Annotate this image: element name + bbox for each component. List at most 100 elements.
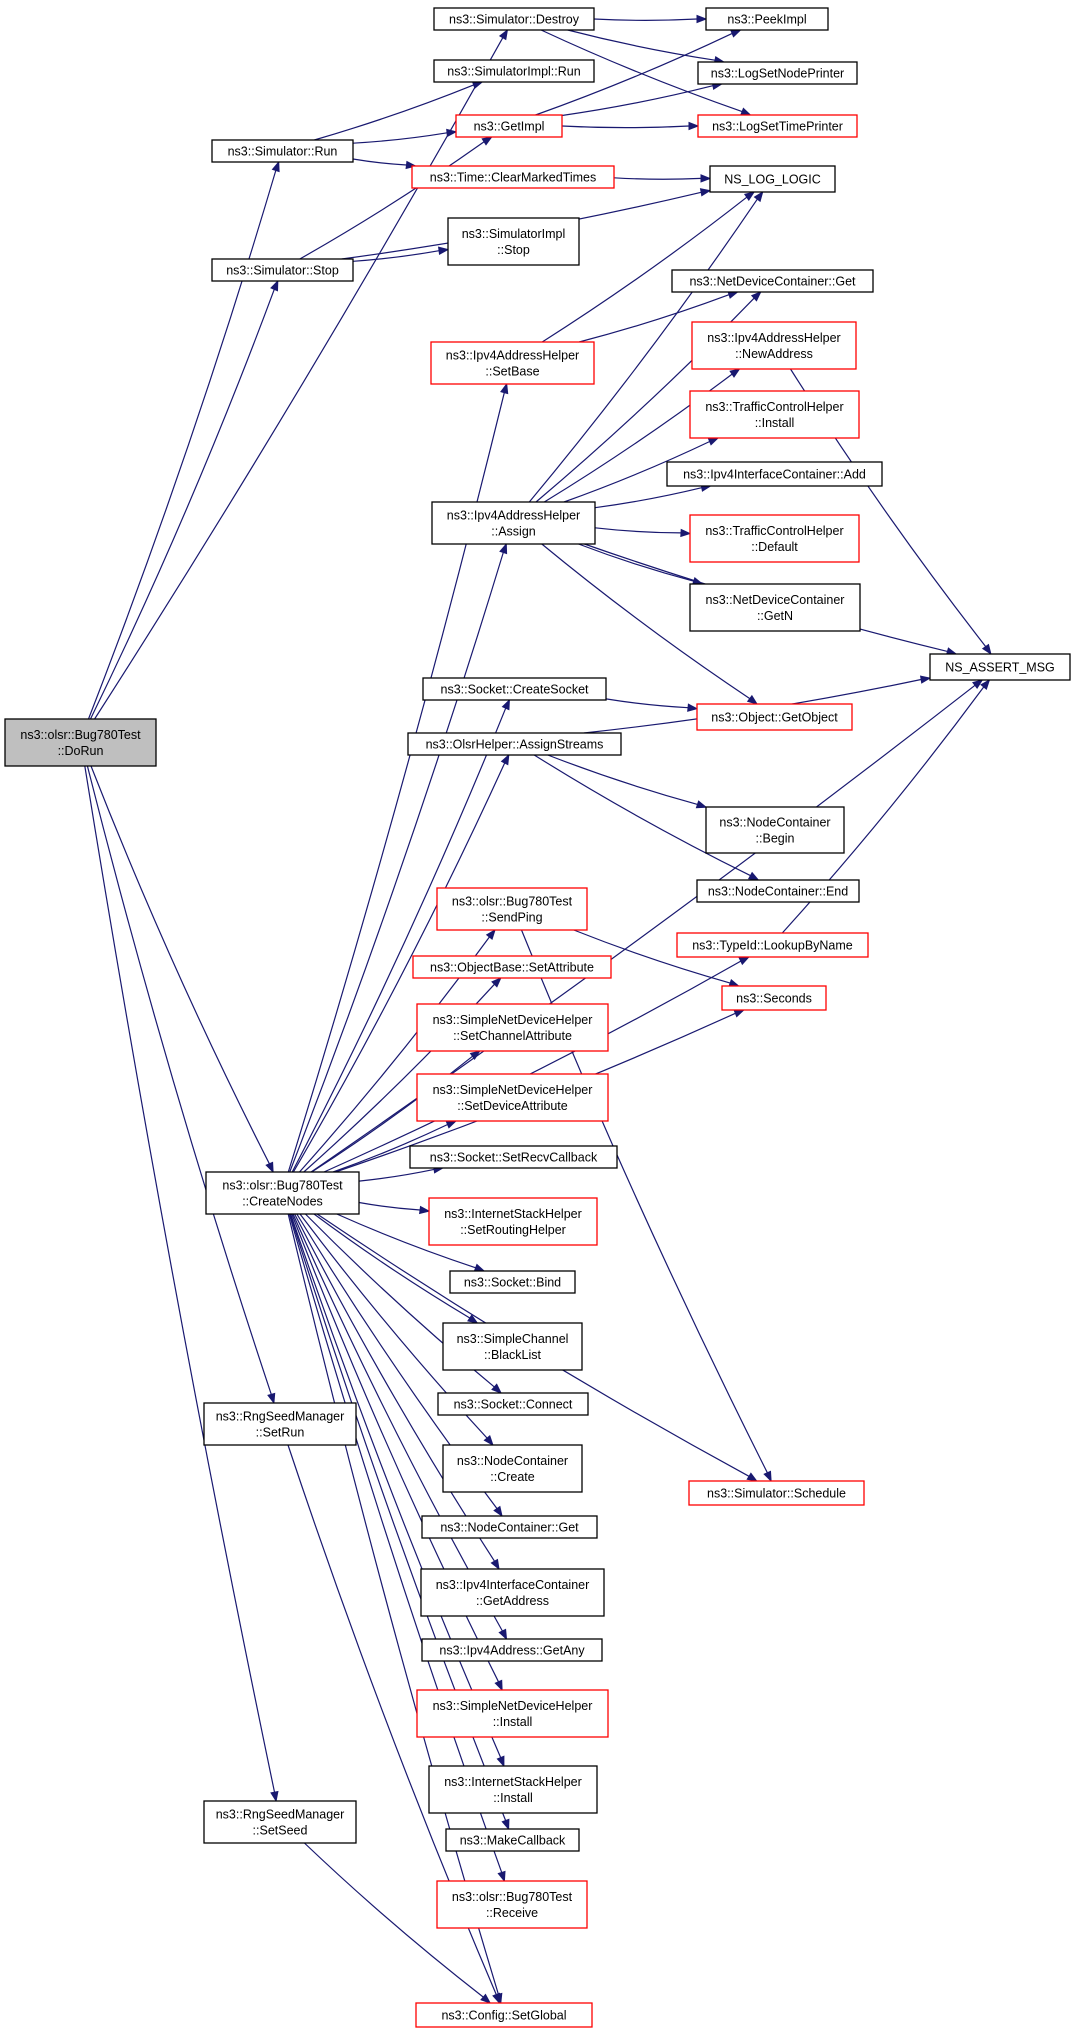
node-receive[interactable]: ns3::olsr::Bug780Test::Receive bbox=[436, 1880, 588, 1929]
node-simstop[interactable]: ns3::Simulator::Stop bbox=[211, 258, 354, 282]
node-setrecv[interactable]: ns3::Socket::SetRecvCallback bbox=[409, 1145, 618, 1169]
node-setattribute[interactable]: ns3::ObjectBase::SetAttribute bbox=[412, 955, 612, 979]
node-setseed[interactable]: ns3::RngSeedManager::SetSeed bbox=[203, 1800, 357, 1844]
edge-line bbox=[352, 250, 440, 262]
node-label-line: ns3::TrafficControlHelper bbox=[705, 524, 843, 538]
arrowhead bbox=[438, 246, 450, 255]
node-lognodeprinter[interactable]: ns3::LogSetNodePrinter bbox=[697, 61, 858, 85]
node-connect[interactable]: ns3::Socket::Connect bbox=[437, 1392, 589, 1416]
node-box bbox=[447, 217, 580, 266]
node-setchanattr[interactable]: ns3::SimpleNetDeviceHelper::SetChannelAt… bbox=[416, 1003, 609, 1052]
node-blacklist[interactable]: ns3::SimpleChannel::BlackList bbox=[442, 1322, 583, 1371]
node-getobject[interactable]: ns3::Object::GetObject bbox=[696, 703, 853, 731]
node-setglobal[interactable]: ns3::Config::SetGlobal bbox=[415, 2002, 593, 2028]
node-ishinstall[interactable]: ns3::InternetStackHelper::Install bbox=[428, 1765, 598, 1814]
node-setdevattr[interactable]: ns3::SimpleNetDeviceHelper::SetDeviceAtt… bbox=[416, 1073, 609, 1122]
edge-simrun-to-clearmarked bbox=[352, 158, 417, 170]
node-box bbox=[705, 7, 829, 31]
node-getimpl[interactable]: ns3::GetImpl bbox=[455, 114, 563, 138]
node-box bbox=[433, 59, 595, 83]
node-destroy[interactable]: ns3::Simulator::Destroy bbox=[433, 7, 595, 31]
node-simrun[interactable]: ns3::Simulator::Run bbox=[211, 139, 354, 163]
node-getany[interactable]: ns3::Ipv4Address::GetAny bbox=[421, 1638, 603, 1662]
node-label-line: ns3::TypeId::LookupByName bbox=[692, 939, 853, 953]
edge-line bbox=[310, 684, 976, 1173]
node-iicgetaddr[interactable]: ns3::Ipv4InterfaceContainer::GetAddress bbox=[420, 1568, 605, 1617]
node-tchinstall[interactable]: ns3::TrafficControlHelper::Install bbox=[689, 390, 860, 439]
edge-line bbox=[303, 1842, 484, 1998]
node-box bbox=[416, 1073, 609, 1122]
node-newaddr[interactable]: ns3::Ipv4AddressHelper::NewAddress bbox=[691, 321, 857, 370]
node-sndhinstall[interactable]: ns3::SimpleNetDeviceHelper::Install bbox=[416, 1689, 609, 1738]
node-ncend[interactable]: ns3::NodeContainer::End bbox=[696, 879, 860, 903]
node-assertmsg[interactable]: NS_ASSERT_MSG bbox=[929, 653, 1071, 681]
edge-getimpl-to-lognodeprinter bbox=[561, 81, 724, 117]
node-assign[interactable]: ns3::Ipv4AddressHelper::Assign bbox=[431, 501, 596, 545]
node-label-line: ns3::NetDeviceContainer::Get bbox=[689, 275, 856, 289]
edge-line bbox=[547, 754, 698, 805]
node-setrouting[interactable]: ns3::InternetStackHelper::SetRoutingHelp… bbox=[428, 1197, 598, 1246]
node-label-line: ns3::Ipv4Address::GetAny bbox=[439, 1644, 585, 1658]
node-ncbegin[interactable]: ns3::NodeContainer::Begin bbox=[705, 806, 845, 854]
edge-line bbox=[358, 1168, 435, 1182]
node-label-line: ns3::Socket::CreateSocket bbox=[441, 683, 590, 697]
node-assignstreams[interactable]: ns3::OlsrHelper::AssignStreams bbox=[407, 732, 622, 756]
node-tchdefault[interactable]: ns3::TrafficControlHelper::Default bbox=[689, 514, 860, 563]
node-label-line: ::SetDeviceAttribute bbox=[457, 1099, 568, 1113]
node-label-line: ns3::Simulator::Run bbox=[228, 145, 338, 159]
node-simimplstop[interactable]: ns3::SimulatorImpl::Stop bbox=[447, 217, 580, 266]
node-label-line: ::Install bbox=[755, 416, 795, 430]
arrowhead bbox=[500, 382, 509, 395]
arrowhead bbox=[467, 1314, 479, 1324]
node-iicadd[interactable]: ns3::Ipv4InterfaceContainer::Add bbox=[666, 461, 883, 487]
node-createnodes[interactable]: ns3::olsr::Bug780Test::CreateNodes bbox=[205, 1171, 360, 1215]
node-ndcget[interactable]: ns3::NetDeviceContainer::Get bbox=[671, 269, 874, 293]
node-label-line: ::SetRun bbox=[256, 1426, 305, 1440]
node-box bbox=[4, 718, 157, 767]
node-lookupbyname[interactable]: ns3::TypeId::LookupByName bbox=[676, 932, 869, 958]
node-simimplrun[interactable]: ns3::SimulatorImpl::Run bbox=[433, 59, 595, 83]
edge-createnodes-to-assignstreams bbox=[292, 753, 510, 1173]
node-label-line: ns3::Simulator::Destroy bbox=[449, 13, 580, 27]
node-label-line: ns3::SimpleChannel bbox=[457, 1332, 569, 1346]
node-logtimeprinter[interactable]: ns3::LogSetTimePrinter bbox=[697, 114, 858, 138]
edge-assign-to-tchdefault bbox=[594, 527, 692, 538]
node-setbase[interactable]: ns3::Ipv4AddressHelper::SetBase bbox=[430, 341, 595, 385]
edge-createnodes-to-ishinstall bbox=[290, 1213, 505, 1768]
node-createsocket[interactable]: ns3::Socket::CreateSocket bbox=[422, 677, 607, 701]
edge-destroy-to-lognodeprinter bbox=[567, 29, 726, 65]
node-label-line: ::DoRun bbox=[58, 744, 104, 758]
node-label-line: ns3::NodeContainer bbox=[719, 816, 830, 830]
node-makecallback[interactable]: ns3::MakeCallback bbox=[445, 1828, 580, 1852]
node-clearmarked[interactable]: ns3::Time::ClearMarkedTimes bbox=[411, 165, 615, 189]
arrowhead bbox=[733, 1009, 746, 1018]
node-box bbox=[929, 653, 1071, 681]
edge-line bbox=[313, 1213, 471, 1319]
node-seconds[interactable]: ns3::Seconds bbox=[721, 985, 827, 1011]
node-label-line: ns3::Object::GetObject bbox=[711, 711, 838, 725]
arrowhead bbox=[270, 279, 279, 292]
node-sendping[interactable]: ns3::olsr::Bug780Test::SendPing bbox=[436, 887, 588, 931]
node-nslogic[interactable]: NS_LOG_LOGIC bbox=[709, 165, 836, 193]
edge-line bbox=[336, 1213, 476, 1269]
node-box bbox=[721, 985, 827, 1011]
call-edges bbox=[84, 14, 992, 2005]
arrowhead bbox=[498, 1628, 508, 1641]
edge-createnodes-to-setrouting bbox=[358, 1201, 431, 1215]
node-box bbox=[428, 1765, 598, 1814]
node-box bbox=[697, 114, 858, 138]
node-schedule[interactable]: ns3::Simulator::Schedule bbox=[688, 1480, 865, 1506]
node-peekimpl[interactable]: ns3::PeekImpl bbox=[705, 7, 829, 31]
node-label-line: ::Create bbox=[490, 1470, 535, 1484]
node-ncget[interactable]: ns3::NodeContainer::Get bbox=[421, 1515, 598, 1539]
arrowhead bbox=[687, 703, 699, 712]
node-setrun[interactable]: ns3::RngSeedManager::SetRun bbox=[203, 1402, 357, 1446]
arrowhead bbox=[753, 190, 764, 203]
node-bind[interactable]: ns3::Socket::Bind bbox=[449, 1270, 576, 1294]
node-ndcgetn[interactable]: ns3::NetDeviceContainer::GetN bbox=[689, 583, 861, 632]
node-nccreate[interactable]: ns3::NodeContainer::Create bbox=[442, 1444, 583, 1493]
arrowhead bbox=[696, 14, 708, 24]
edge-createnodes-to-assign bbox=[289, 542, 508, 1173]
node-label-line: ns3::NodeContainer::Get bbox=[440, 1521, 579, 1535]
